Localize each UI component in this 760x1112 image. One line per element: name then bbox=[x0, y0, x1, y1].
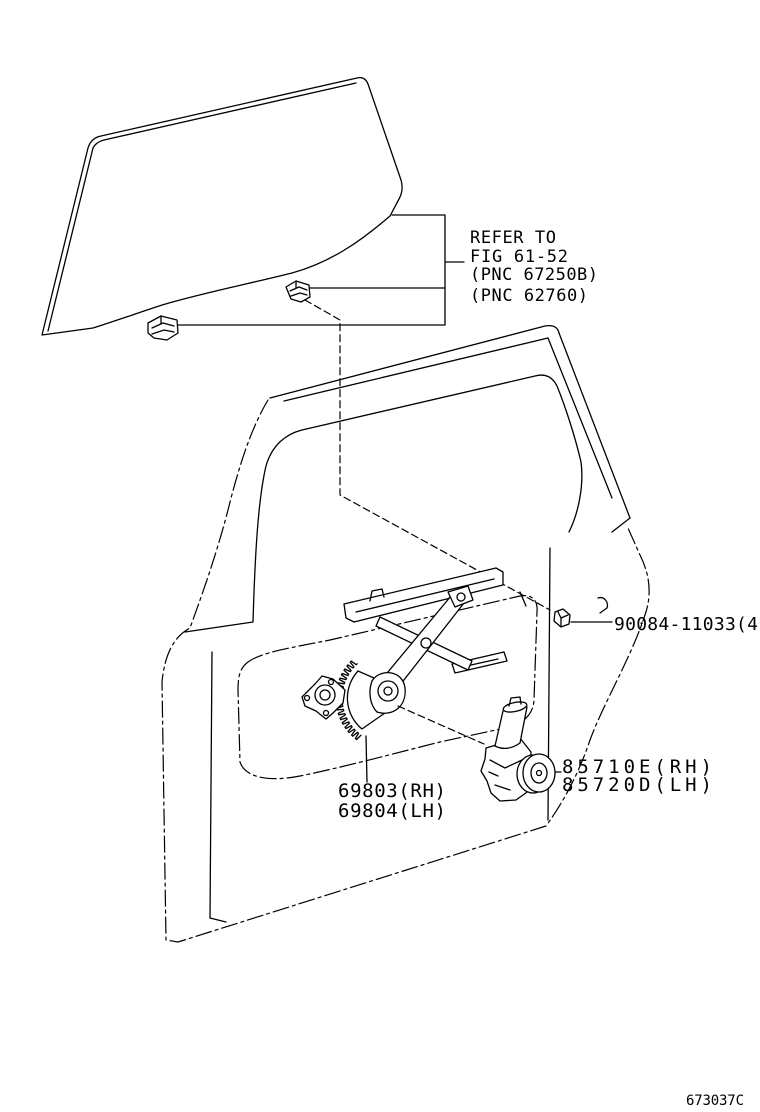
refer-note-line-4: (PNC 62760) bbox=[470, 286, 588, 306]
gear-pivot-plate bbox=[369, 672, 406, 714]
refer-note-line-3: (PNC 67250B) bbox=[470, 265, 598, 285]
motor-part-number-lh: 85720D(LH) bbox=[562, 774, 712, 796]
bracket-rivet-bottom bbox=[322, 709, 330, 717]
door-outer-outline bbox=[161, 399, 650, 943]
door-belt-line bbox=[184, 621, 254, 633]
regulator-center-pivot bbox=[420, 637, 432, 649]
motor-gear-housing bbox=[480, 737, 532, 802]
refer-leader-bracket bbox=[177, 214, 465, 326]
gear-pivot-outer bbox=[377, 680, 399, 702]
bolt-icon bbox=[553, 608, 571, 628]
bracket-plate bbox=[301, 675, 346, 720]
bracket-rivet-left bbox=[303, 694, 311, 702]
door-hook-detail bbox=[519, 591, 609, 614]
clip-upper-detail bbox=[289, 280, 308, 297]
motor-drum-center bbox=[535, 769, 543, 777]
regulator-rail-tab bbox=[369, 588, 385, 602]
motor-housing-detail bbox=[488, 759, 523, 791]
door-rear-edge bbox=[547, 332, 631, 533]
regulator-to-motor-dashed-line bbox=[397, 705, 485, 745]
window-opening bbox=[252, 374, 583, 623]
illustration-code: 673037C bbox=[686, 1093, 744, 1109]
regulator-mounting-bracket bbox=[301, 675, 346, 720]
bracket-boss bbox=[314, 684, 336, 706]
glass-channel-clip-upper bbox=[285, 280, 311, 303]
glass-edge-line bbox=[47, 82, 357, 332]
regulator-motor bbox=[480, 696, 556, 802]
window-regulator bbox=[301, 567, 508, 741]
motor-drum-face bbox=[522, 753, 556, 793]
clip-lower-body bbox=[147, 315, 179, 341]
regulator-part-number-lh: 69804(LH) bbox=[338, 800, 446, 822]
refer-note-line-1: REFER TO bbox=[470, 228, 556, 248]
callout-leader-lines bbox=[365, 621, 613, 783]
motor-end-cap bbox=[508, 696, 522, 707]
glass-channel-clip-lower bbox=[147, 315, 179, 341]
bracket-hole bbox=[319, 689, 331, 701]
clip-lower-detail bbox=[151, 315, 175, 335]
refer-note-line-2: FIG 61-52 bbox=[470, 247, 568, 267]
service-hole-outline bbox=[237, 595, 538, 780]
clip-to-bolt-dashed-line bbox=[304, 299, 551, 611]
door-inner-left-edge bbox=[209, 651, 227, 923]
regulator-upper-rail-groove bbox=[355, 578, 495, 613]
motor-drum-hub bbox=[530, 762, 548, 784]
door-glass bbox=[41, 76, 403, 336]
gear-pivot-inner bbox=[383, 686, 393, 696]
bolt-head-detail bbox=[557, 611, 569, 627]
line-art bbox=[41, 76, 650, 943]
bolt-part-number: 90084-11033(4 bbox=[614, 614, 758, 635]
regulator-slider-pin bbox=[456, 592, 466, 602]
regulator-part-number-rh: 69803(RH) bbox=[338, 780, 446, 802]
door-sash-top bbox=[269, 325, 560, 402]
regulator-slider-plate bbox=[447, 585, 474, 608]
labels: REFER TO FIG 61-52 (PNC 67250B) (PNC 627… bbox=[338, 228, 758, 1109]
glass-outline bbox=[41, 76, 403, 336]
regulator-upper-rail bbox=[343, 567, 504, 623]
bracket-rivet-top bbox=[327, 678, 335, 686]
